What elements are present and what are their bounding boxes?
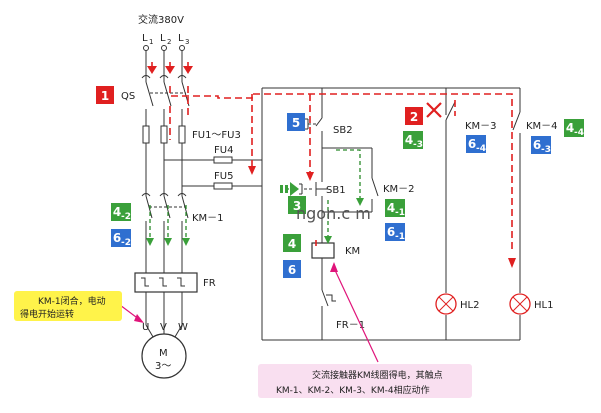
phase-l1-sub: 1 xyxy=(149,38,153,46)
badge-6-4: 6 -4 xyxy=(466,135,486,154)
sb2-pushbutton xyxy=(305,118,309,130)
phase-l2-sub: 2 xyxy=(167,38,171,46)
badge-5: 5 xyxy=(287,113,305,131)
km1-label: KM－1 xyxy=(192,213,224,224)
svg-text:-1: -1 xyxy=(395,208,405,218)
km3-label: KM－3 xyxy=(465,121,497,132)
svg-text:4: 4 xyxy=(405,133,413,147)
sb1-label: SB1 xyxy=(326,185,346,196)
svg-text:6: 6 xyxy=(113,231,121,245)
qs-label: QS xyxy=(121,91,135,102)
phase-terminals xyxy=(143,45,185,51)
svg-text:4: 4 xyxy=(566,121,574,135)
phase-labels: L 1 L 2 L 3 xyxy=(142,33,189,46)
motor-3-label: 3～ xyxy=(155,361,171,372)
badge-6-3: 6 -3 xyxy=(531,136,551,155)
sb2-label: SB2 xyxy=(333,125,353,136)
badge-4: 4 xyxy=(283,234,301,252)
km4-label: KM－4 xyxy=(526,121,558,132)
svg-text:6: 6 xyxy=(387,225,395,239)
svg-text:-3: -3 xyxy=(541,145,551,155)
phase-l3-letter: L xyxy=(178,33,184,44)
fu5-label: FU5 xyxy=(214,171,233,182)
control-circuit-wires xyxy=(261,87,521,341)
svg-text:-4: -4 xyxy=(574,128,584,138)
phase-l1-letter: L xyxy=(142,33,148,44)
svg-text:3: 3 xyxy=(293,199,301,213)
badge-4-1: 4 -1 xyxy=(385,199,405,218)
red-x-mark xyxy=(426,102,442,118)
badge-6-2: 6 -2 xyxy=(111,229,131,248)
km-coil xyxy=(311,242,335,259)
note-bottom: 交流接触器KM线圈得电，其触点 KM-1、KM-2、KM-3、KM-4相应动作 xyxy=(258,262,472,398)
badge-4-4: 4 -4 xyxy=(564,119,584,138)
badge-3: 3 xyxy=(288,196,306,214)
svg-text:5: 5 xyxy=(292,116,300,130)
fr1-contact xyxy=(321,289,336,307)
svg-text:-4: -4 xyxy=(476,144,486,154)
w-label: W xyxy=(178,322,188,333)
phase-l2-letter: L xyxy=(160,33,166,44)
svg-text:-1: -1 xyxy=(395,232,405,242)
badge-1: 1 xyxy=(96,86,114,104)
motor: M 3～ xyxy=(141,333,187,379)
fu1-fu3-label: FU1～FU3 xyxy=(192,130,241,141)
badge-2: 2 xyxy=(405,107,423,125)
svg-text:4: 4 xyxy=(288,237,296,251)
fr-label: FR xyxy=(203,278,216,289)
badge-4-3: 4 -3 xyxy=(403,131,423,150)
action-path-green xyxy=(146,149,364,246)
svg-text:-2: -2 xyxy=(121,238,131,248)
km2-label: KM－2 xyxy=(383,184,415,195)
note-bottom-line1: 交流接触器KM线圈得电，其触点 xyxy=(312,369,443,381)
note-left: KM-1闭合，电动 得电开始运转 xyxy=(14,291,144,323)
km-coil-label: KM xyxy=(345,246,360,257)
lamp-hl2 xyxy=(435,293,457,315)
hl1-label: HL1 xyxy=(534,300,553,311)
supply-title: 交流380V xyxy=(138,13,184,26)
badge-6: 6 xyxy=(283,260,301,278)
svg-text:-2: -2 xyxy=(121,212,131,222)
phase-l3-sub: 3 xyxy=(185,38,189,46)
svg-text:-3: -3 xyxy=(413,140,423,150)
u-label: U xyxy=(142,322,149,333)
svg-text:6: 6 xyxy=(288,263,296,277)
svg-text:1: 1 xyxy=(101,89,109,103)
svg-text:6: 6 xyxy=(468,137,476,151)
svg-text:2: 2 xyxy=(410,110,418,124)
v-label: V xyxy=(160,322,167,333)
thermal-relay-fr xyxy=(134,272,198,293)
note-left-line2: 得电开始运转 xyxy=(20,308,74,320)
fuses-fu1-fu3 xyxy=(142,125,186,144)
sb1-push-arrow xyxy=(280,182,299,196)
contact-arc-marks xyxy=(141,75,187,197)
motor-m-label: M xyxy=(159,348,168,359)
fuses-fu4-fu5 xyxy=(213,156,233,190)
note-bottom-line2: KM-1、KM-2、KM-3、KM-4相应动作 xyxy=(276,384,430,396)
current-path-red xyxy=(147,62,516,268)
svg-text:4: 4 xyxy=(113,205,121,219)
svg-text:6: 6 xyxy=(533,138,541,152)
hl2-label: HL2 xyxy=(460,300,479,311)
note-left-line1: KM-1闭合，电动 xyxy=(38,295,106,307)
fr1-label: FR－1 xyxy=(336,320,365,331)
svg-text:4: 4 xyxy=(387,201,395,215)
main-circuit-wires xyxy=(145,50,262,343)
badge-6-1: 6 -1 xyxy=(385,223,405,242)
fu4-label: FU4 xyxy=(214,145,233,156)
lamp-hl1 xyxy=(509,293,531,315)
sb1-pushbutton xyxy=(299,182,328,196)
watermark-text: ngon.c m xyxy=(296,204,371,223)
badge-4-2: 4 -2 xyxy=(111,203,131,222)
